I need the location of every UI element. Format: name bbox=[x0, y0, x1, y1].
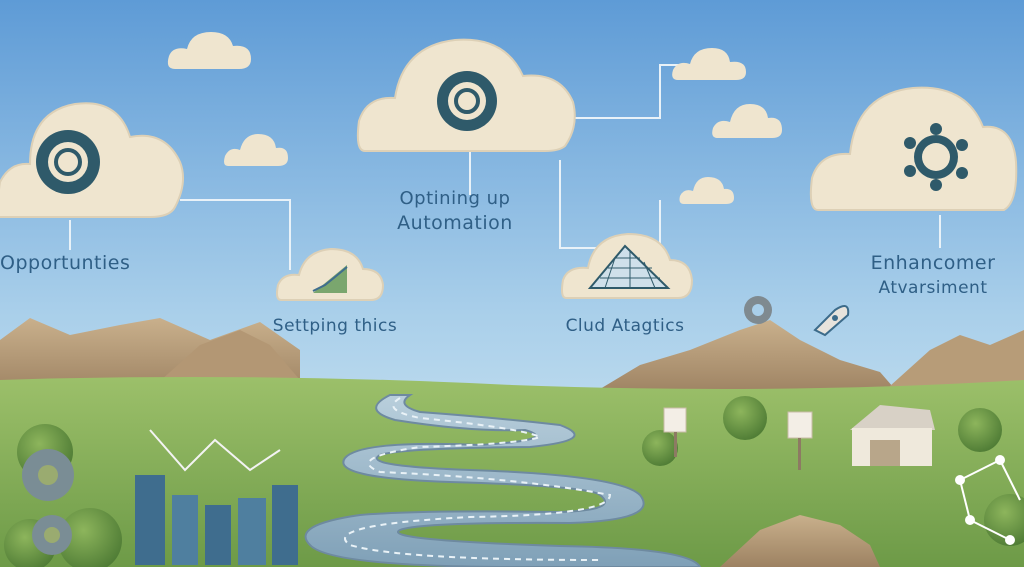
road-centerline bbox=[344, 397, 612, 561]
label-cloud-analytics: Clud Atagtics bbox=[565, 316, 685, 336]
floating-gear-icon bbox=[744, 296, 772, 324]
hill-right bbox=[590, 320, 900, 395]
label-enhancement-line1: Enhancomer bbox=[870, 252, 996, 274]
cloud-setting bbox=[276, 247, 385, 301]
signpost bbox=[663, 407, 813, 470]
tree bbox=[958, 408, 1002, 452]
cloud-analytics bbox=[561, 232, 694, 299]
ground-gear-icon bbox=[22, 449, 74, 555]
small-cloud bbox=[672, 48, 746, 80]
label-opportunities: Opportunties bbox=[0, 252, 131, 274]
gear-icon bbox=[437, 71, 497, 131]
house-icon bbox=[850, 405, 935, 466]
label-setting: Settping thics bbox=[272, 316, 398, 336]
growth-chart-icon bbox=[312, 265, 348, 293]
cloud-opportunities bbox=[0, 102, 185, 218]
gear-icon bbox=[36, 130, 100, 194]
grid-graph-icon bbox=[587, 244, 671, 289]
hill-far-right bbox=[880, 330, 1024, 395]
small-cloud bbox=[167, 32, 251, 69]
small-cloud bbox=[224, 134, 288, 166]
small-cloud bbox=[712, 104, 782, 138]
tree bbox=[58, 508, 122, 567]
label-enhancement-line2: Atvarsiment bbox=[878, 278, 988, 298]
bar-chart-sculpture bbox=[135, 429, 298, 565]
label-optimizing-line1: Optining up bbox=[399, 188, 511, 209]
hill-foreground bbox=[720, 515, 880, 567]
cloud-automation bbox=[356, 38, 576, 152]
rocket-hub-icon bbox=[904, 123, 968, 191]
label-optimizing-line2: Automation bbox=[397, 212, 513, 234]
cloud-enhancement bbox=[809, 86, 1018, 211]
network-graph bbox=[955, 455, 1021, 545]
tree bbox=[723, 396, 767, 440]
rocket-icon bbox=[813, 305, 850, 337]
small-cloud bbox=[679, 177, 734, 204]
tree bbox=[642, 430, 678, 466]
